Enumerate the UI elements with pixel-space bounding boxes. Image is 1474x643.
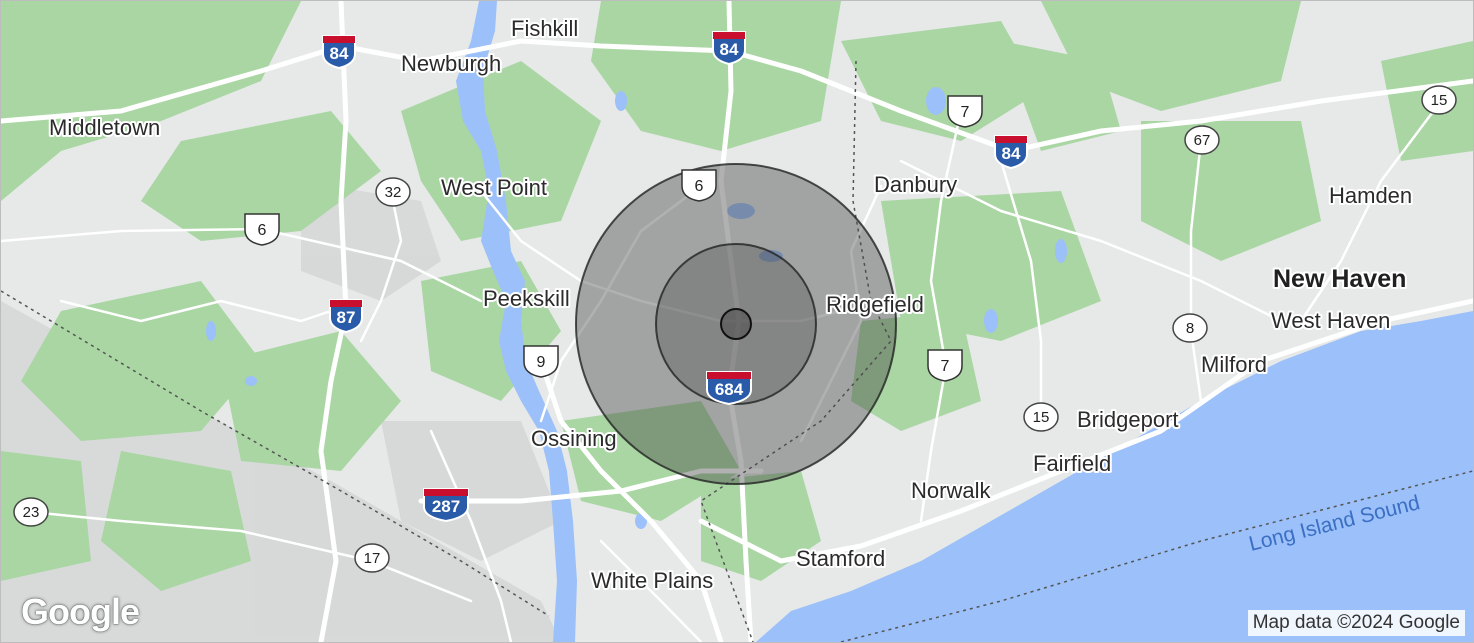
city-label-danbury: Danbury <box>874 172 957 197</box>
state-route-23-marker: 23 <box>13 497 49 527</box>
state-route-17-marker: 17 <box>354 543 390 573</box>
interstate-84-shield: 84 <box>322 35 356 70</box>
us-route-6-shield: 6 <box>681 169 717 202</box>
map-attribution[interactable]: Map data ©2024 Google <box>1247 610 1465 636</box>
us-route-shields: 6 6 7 7 9 <box>244 95 983 382</box>
city-label-hamden: Hamden <box>1329 183 1412 208</box>
svg-text:23: 23 <box>23 504 40 521</box>
city-label-middletown: Middletown <box>49 115 160 140</box>
interstate-shields: 84 84 84 87 287 <box>322 31 1028 523</box>
city-label-white-plains: White Plains <box>591 568 713 593</box>
state-borders <box>1 60 1473 642</box>
long-island-sound-water <box>756 311 1473 642</box>
svg-text:6: 6 <box>695 178 704 195</box>
svg-text:84: 84 <box>1002 144 1021 163</box>
svg-text:84: 84 <box>330 44 349 63</box>
city-label-fishkill: Fishkill <box>511 16 578 41</box>
svg-text:684: 684 <box>715 380 744 399</box>
state-route-markers: 32 15 15 67 8 23 <box>13 85 1457 573</box>
city-label-west-haven: West Haven <box>1271 308 1390 333</box>
svg-text:8: 8 <box>1186 320 1194 337</box>
us-route-6-shield: 6 <box>244 213 280 246</box>
hudson-river <box>456 1 577 642</box>
google-logo: Google <box>21 591 140 632</box>
svg-text:287: 287 <box>432 497 460 516</box>
city-label-newburgh: Newburgh <box>401 51 501 76</box>
city-label-ridgefield: Ridgefield <box>826 292 924 317</box>
state-route-32-marker: 32 <box>375 177 411 207</box>
interstate-684-shield: 684 <box>706 371 752 406</box>
svg-text:67: 67 <box>1194 132 1211 149</box>
interstate-84-shield: 84 <box>994 135 1028 170</box>
city-label-milford: Milford <box>1201 352 1267 377</box>
svg-text:7: 7 <box>941 358 950 375</box>
state-route-67-marker: 67 <box>1184 125 1220 155</box>
city-labels: Fishkill Newburgh Middletown West Point … <box>47 14 1414 595</box>
us-route-7-shield: 7 <box>947 95 983 128</box>
city-label-norwalk: Norwalk <box>911 478 991 503</box>
state-route-8-marker: 8 <box>1172 313 1208 343</box>
svg-text:32: 32 <box>385 184 402 201</box>
svg-text:15: 15 <box>1033 409 1050 426</box>
city-label-bridgeport: Bridgeport <box>1077 407 1179 432</box>
city-label-new-haven: New Haven <box>1273 265 1406 293</box>
state-route-15-marker: 15 <box>1023 402 1059 432</box>
us-route-9-shield: 9 <box>523 345 559 378</box>
svg-text:17: 17 <box>364 550 381 567</box>
radius-overlay <box>575 163 897 485</box>
interstate-87-shield: 87 <box>329 299 363 334</box>
svg-text:6: 6 <box>258 222 267 239</box>
city-label-stamford: Stamford <box>796 546 885 571</box>
svg-text:84: 84 <box>720 40 739 59</box>
interstate-84-shield: 84 <box>712 31 746 66</box>
interstate-287-shield: 287 <box>423 488 469 523</box>
city-label-west-point: West Point <box>441 175 547 200</box>
city-label-fairfield: Fairfield <box>1033 451 1111 476</box>
forest-areas <box>1 1 1473 591</box>
city-label-peekskill: Peekskill <box>483 286 570 311</box>
svg-text:15: 15 <box>1431 92 1448 109</box>
lakes <box>206 87 1067 529</box>
us-route-7-shield: 7 <box>927 349 963 382</box>
state-route-15-marker: 15 <box>1421 85 1457 115</box>
city-label-ossining: Ossining <box>531 426 617 451</box>
svg-text:9: 9 <box>537 354 546 371</box>
center-marker[interactable] <box>720 308 752 340</box>
svg-text:87: 87 <box>337 308 356 327</box>
svg-text:7: 7 <box>961 104 970 121</box>
